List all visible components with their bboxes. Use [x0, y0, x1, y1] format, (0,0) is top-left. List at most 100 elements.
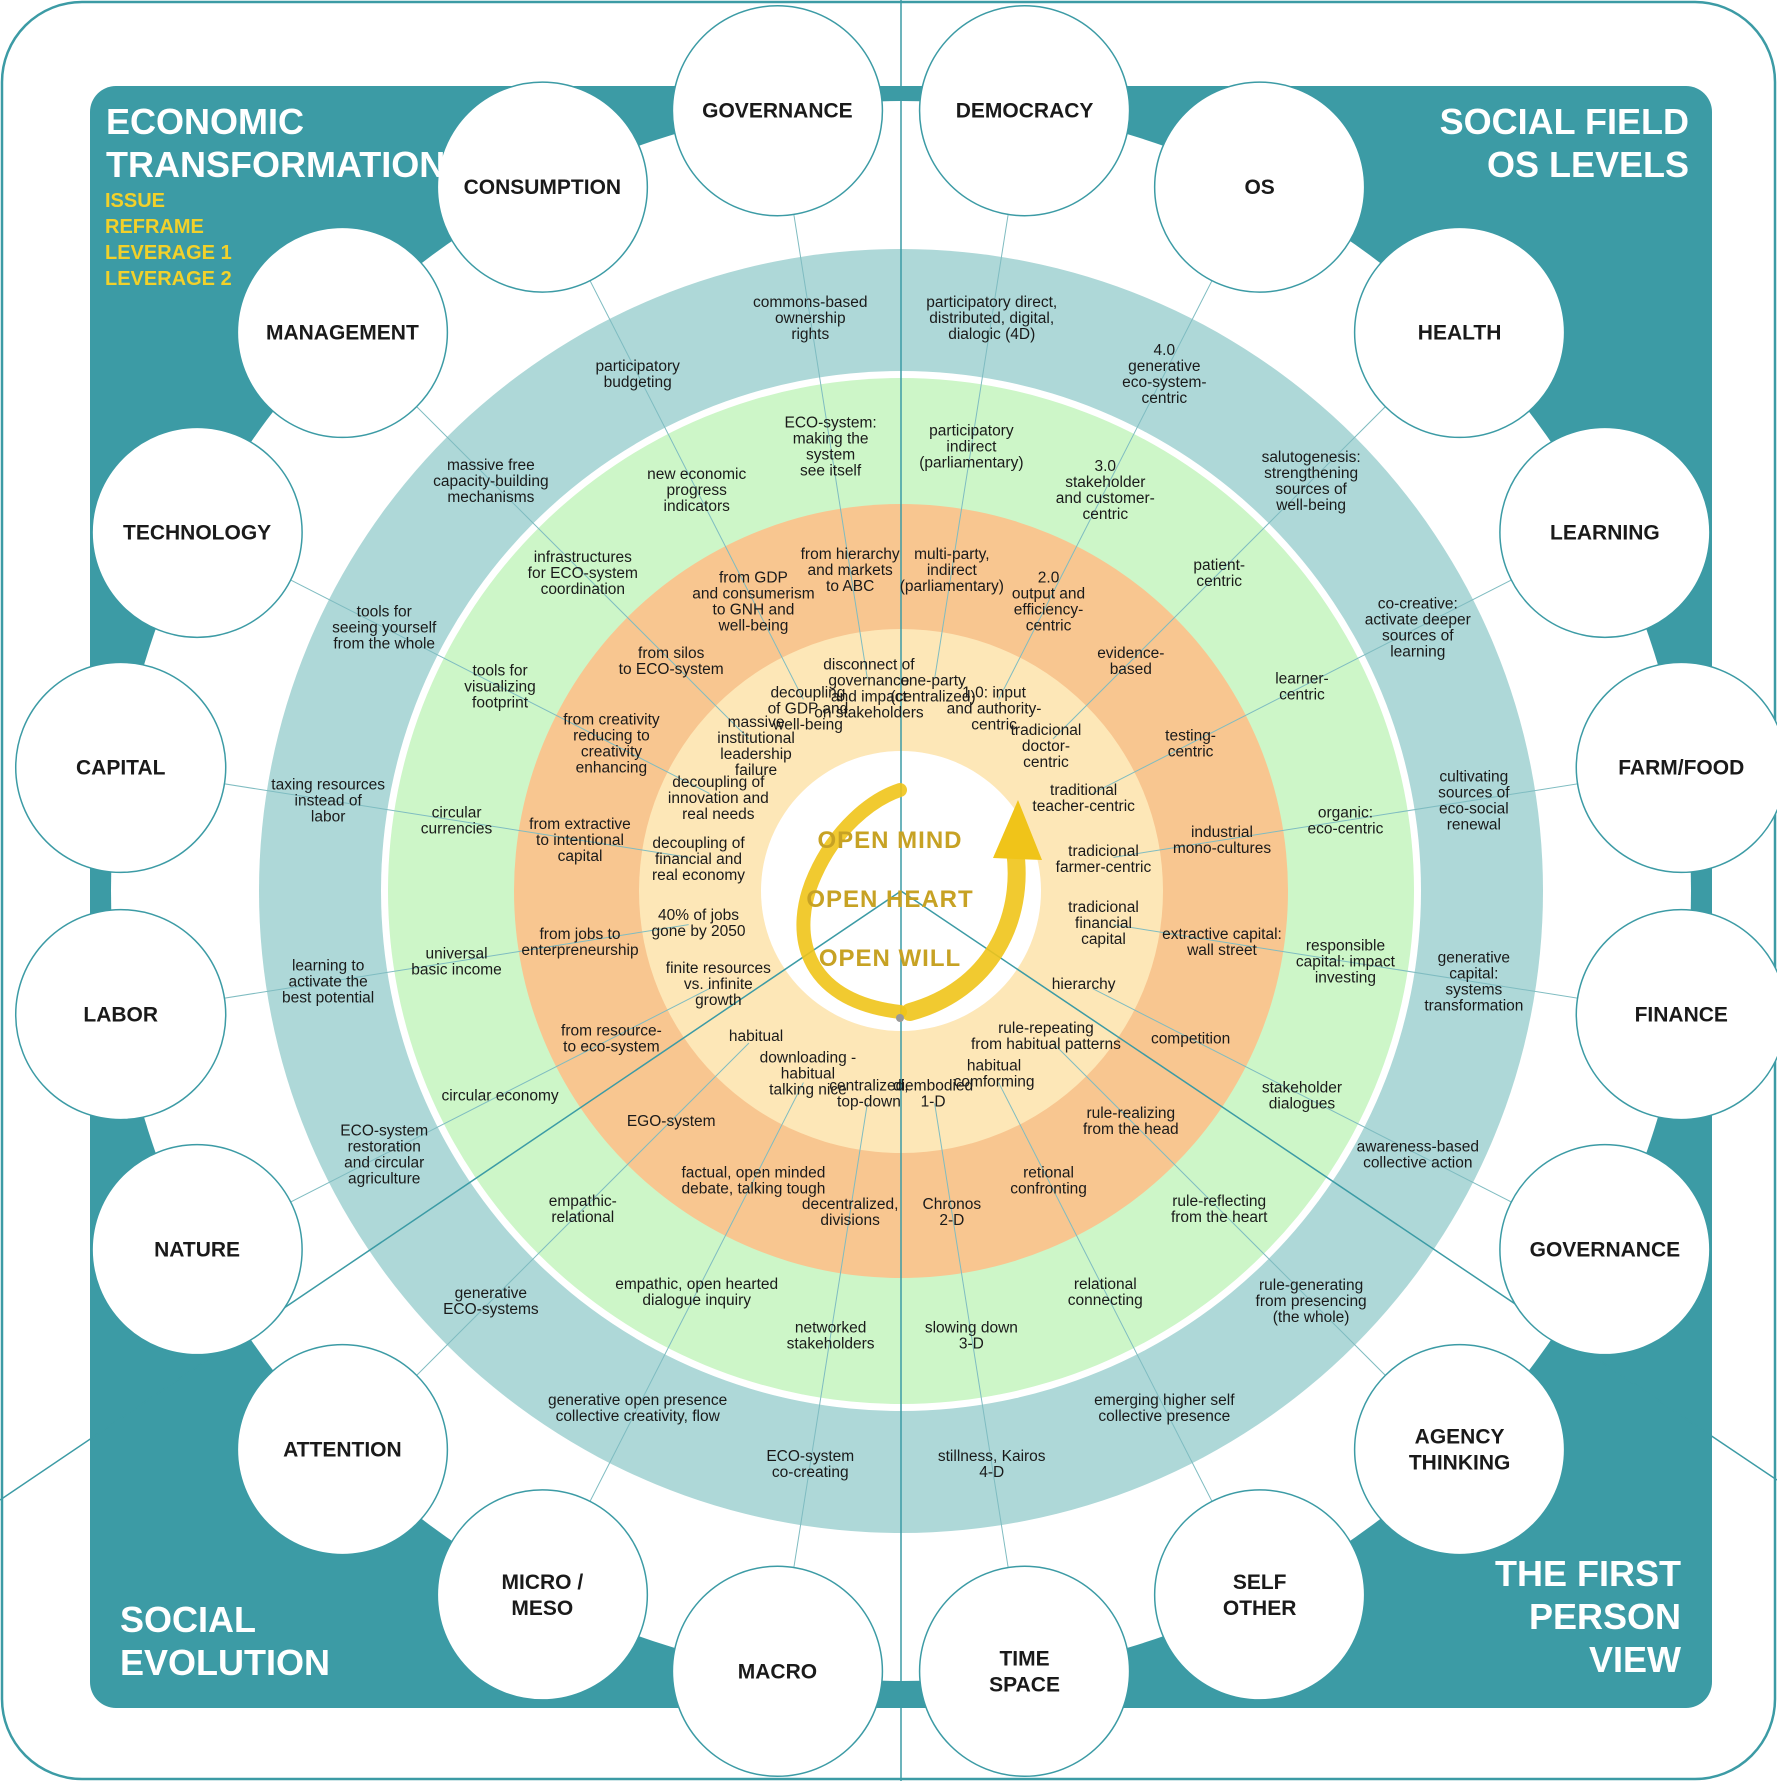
title-first-person-view: THE FIRST PERSON VIEW [1495, 1553, 1681, 1681]
ring-label-governance-3: competition [1151, 1031, 1230, 1048]
ring-label-democracy-4: one-party(centralized) [890, 673, 975, 706]
node-label-learning: LEARNING [1550, 521, 1660, 544]
node-label-governance: GOVERNANCE [702, 100, 853, 123]
node-label-finance: FINANCE [1635, 1004, 1728, 1027]
title-social-evolution: SOCIAL EVOLUTION [120, 1599, 331, 1684]
open-heart-label: OPEN HEART [806, 886, 973, 913]
node-circle-management [236, 226, 449, 439]
node-circle-os [1153, 81, 1366, 293]
node-circle-finance [1575, 908, 1777, 1121]
ring-label-farm-food-2: organic:eco-centric [1308, 805, 1384, 838]
ring-label-health-3: evidence-based [1097, 645, 1164, 678]
ring-label-attention-2: empathic-relational [549, 1193, 617, 1226]
open-will-label: OPEN WILL [819, 945, 961, 972]
node-label-labor: LABOR [83, 1004, 158, 1027]
node-circle-nature [91, 1143, 303, 1356]
title-economic-transformation: ECONOMIC TRANSFORMATION [106, 101, 446, 186]
title-social-field-os-levels: SOCIAL FIELD OS LEVELS [1439, 101, 1689, 186]
node-circle-micro-meso [436, 1489, 649, 1701]
upward-arrow-icon [796, 783, 1042, 1022]
node-label-os: OS [1244, 176, 1274, 199]
node-circle-technology [91, 426, 303, 639]
legend-issue: ISSUE [105, 190, 166, 212]
ring-label-learning-3: testing-centric [1165, 727, 1216, 760]
node-circle-self-other [1153, 1489, 1366, 1701]
ring-label-nature-2: circular economy [441, 1087, 558, 1104]
node-circle-consumption [436, 81, 649, 293]
ring-label-governance-4: hierarchy [1052, 976, 1116, 993]
outer-nodes: GOVERNANCE CONSUMPTION MANAGEMENT TECHNOLOG… [14, 4, 1777, 1778]
node-circle-capital [14, 661, 227, 874]
open-mind-label: OPEN MIND [817, 827, 962, 854]
node-label-technology: TECHNOLOGY [123, 521, 271, 544]
node-circle-agency-thinking [1353, 1343, 1566, 1556]
node-circle-governance [1499, 1143, 1711, 1356]
legend-reframe: REFRAME [105, 216, 204, 238]
node-circle-governance [671, 4, 884, 217]
ring-label-learning-2: learner-centric [1275, 671, 1328, 704]
node-label-micro-meso: MICRO /MESO [502, 1571, 584, 1620]
node-circle-health [1353, 226, 1566, 439]
ring-label-attention-4: habitual [729, 1028, 783, 1045]
ring-label-nature-3: from resource-to eco-system [561, 1023, 662, 1056]
node-label-management: MANAGEMENT [266, 321, 419, 344]
node-label-governance: GOVERNANCE [1530, 1239, 1681, 1262]
node-circle-time-space [918, 1565, 1131, 1778]
legend-leverage-1: LEVERAGE 1 [105, 242, 232, 264]
node-label-consumption: CONSUMPTION [464, 176, 622, 199]
